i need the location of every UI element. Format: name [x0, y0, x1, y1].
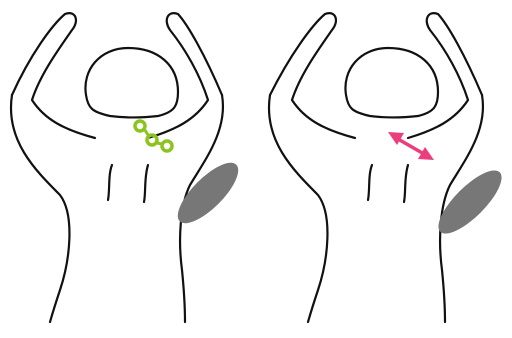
right-panel: [269, 13, 510, 322]
right-head: [345, 48, 438, 118]
left-panel: [11, 13, 247, 322]
point-1: [135, 121, 145, 131]
point-2: [147, 135, 157, 145]
green-points-icon: [135, 121, 172, 151]
left-head: [85, 48, 178, 118]
gray-pad-icon: [430, 162, 511, 243]
point-3: [162, 141, 172, 151]
gray-pad-icon: [169, 154, 247, 232]
